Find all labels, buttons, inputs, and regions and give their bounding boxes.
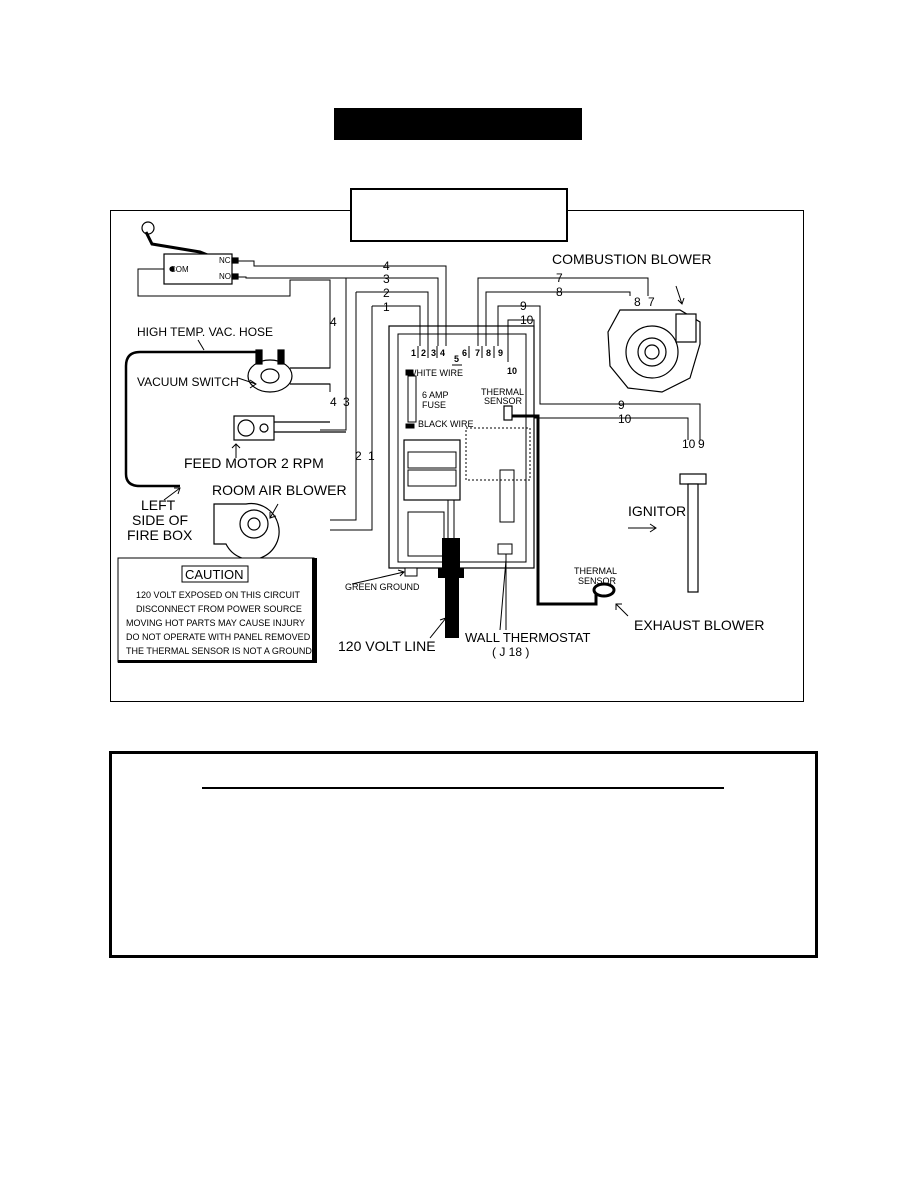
wire-number-1: 1 [383, 300, 390, 314]
control-board [388, 325, 535, 569]
power-line [438, 500, 464, 638]
black-wire-label: BLACK WIRE [418, 419, 474, 429]
wire-number-9: 9 [520, 299, 527, 313]
notes-rule [202, 787, 724, 789]
combustion-blower [607, 309, 701, 393]
right-wires [477, 277, 701, 440]
wire-number-ig9: 9 [698, 437, 705, 451]
caution-line-3: MOVING HOT PARTS MAY CAUSE INJURY [126, 618, 305, 628]
terminal-5: 5 [454, 354, 459, 364]
wire-number-4: 4 [383, 259, 390, 273]
board-wires [290, 278, 429, 531]
wire-number-vs4b: 4 [330, 395, 337, 409]
wire-number-vs3: 3 [343, 395, 350, 409]
terminal-strip: 1 2 3 4 5 6 7 8 9 10 [411, 346, 517, 376]
wall-thermostat-label: WALL THERMOSTAT [465, 630, 590, 645]
terminal-4: 4 [440, 348, 445, 358]
terminal-7: 7 [475, 348, 480, 358]
notes-box [109, 751, 818, 958]
diagram-label-box [350, 188, 568, 242]
wire-number-cb8: 8 [634, 295, 641, 309]
feed-motor [233, 415, 346, 441]
vacuum-hose [124, 350, 256, 488]
thermal-sensor-ring [592, 582, 616, 598]
board-thermal-label-1: THERMAL [481, 387, 524, 397]
ground-lug [404, 567, 418, 577]
exhaust-blower-label: EXHAUST BLOWER [634, 617, 764, 633]
thermal-sensor-lead [512, 414, 598, 606]
combustion-blower-label: COMBUSTION BLOWER [552, 251, 711, 267]
terminal-6: 6 [462, 348, 467, 358]
wire-number-10b: 10 [618, 412, 632, 426]
terminal-8: 8 [486, 348, 491, 358]
nc-label: NC [219, 256, 231, 265]
terminal-9: 9 [498, 348, 503, 358]
wire-number-2: 2 [383, 286, 390, 300]
thermal-sensor-label-2: SENSOR [578, 576, 617, 586]
no-label: NO [219, 272, 231, 281]
left-side-label-3: FIRE BOX [127, 527, 193, 543]
caution-line-2: DISCONNECT FROM POWER SOURCE [136, 604, 302, 614]
thermal-sensor-label-1: THERMAL [574, 566, 617, 576]
caution-panel [117, 557, 317, 663]
com-label: COM [170, 265, 189, 274]
wire-number-vs4: 4 [330, 315, 337, 329]
limit-switch-wires [137, 260, 447, 346]
vac-hose-label: HIGH TEMP. VAC. HOSE [137, 325, 273, 339]
line-120-label: 120 VOLT LINE [338, 638, 436, 654]
fuse-label-2: FUSE [422, 400, 446, 410]
wire-number-7: 7 [556, 271, 563, 285]
wire-number-9b: 9 [618, 398, 625, 412]
vacuum-switch [247, 349, 330, 393]
terminal-1: 1 [411, 348, 416, 358]
left-side-label-1: LEFT [141, 497, 176, 513]
caution-title: CAUTION [185, 567, 244, 582]
feed-motor-label: FEED MOTOR 2 RPM [184, 455, 324, 471]
wire-number-10: 10 [520, 313, 534, 327]
terminal-2: 2 [421, 348, 426, 358]
wire-number-ra2: 2 [355, 449, 362, 463]
wire-number-cb7: 7 [648, 295, 655, 309]
title-bar [334, 108, 582, 140]
white-wire-label: WHITE WIRE [408, 368, 463, 378]
wire-number-ra1: 1 [368, 449, 375, 463]
wire-number-3: 3 [383, 272, 390, 286]
left-side-label-2: SIDE OF [132, 512, 188, 528]
terminal-10: 10 [507, 366, 517, 376]
limit-switch [141, 221, 239, 285]
j18-label: ( J 18 ) [492, 645, 529, 659]
wire-number-ig10: 10 [682, 437, 696, 451]
green-ground-label: GREEN GROUND [345, 582, 420, 592]
ignitor [679, 473, 707, 593]
vacuum-switch-label: VACUUM SWITCH [137, 375, 239, 389]
board-thermal-label-2: SENSOR [484, 396, 523, 406]
ignitor-label: IGNITOR [628, 503, 686, 519]
caution-line-4: DO NOT OPERATE WITH PANEL REMOVED [126, 632, 311, 642]
room-air-blower-label: ROOM AIR BLOWER [212, 482, 347, 498]
room-air-blower [213, 502, 280, 561]
wire-number-8: 8 [556, 285, 563, 299]
caution-line-5: THE THERMAL SENSOR IS NOT A GROUND [126, 646, 312, 656]
arrows [163, 285, 685, 639]
wall-thermostat-connector [497, 543, 513, 630]
fuse-label-1: 6 AMP [422, 390, 449, 400]
caution-line-1: 120 VOLT EXPOSED ON THIS CIRCUIT [136, 590, 301, 600]
terminal-3: 3 [431, 348, 436, 358]
